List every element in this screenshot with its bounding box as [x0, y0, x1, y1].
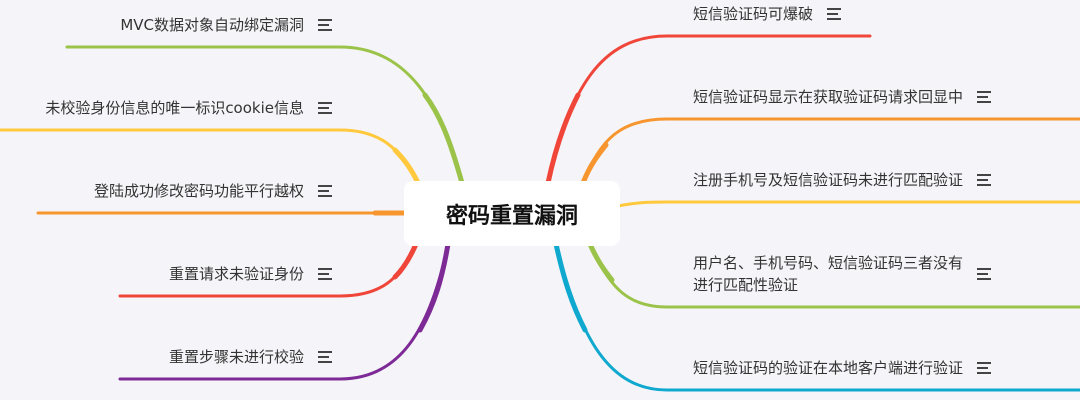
topic-label: 短信验证码可爆破 — [693, 5, 814, 23]
topic-label: 用户名、手机号码、短信验证码三者没有进行匹配性验证 — [693, 252, 963, 296]
notes-icon[interactable] — [977, 359, 992, 377]
topic-label: 注册手机号及短信验证码未进行匹配验证 — [693, 171, 964, 189]
root-topic[interactable]: 密码重置漏洞 — [404, 181, 620, 246]
topic-right-3[interactable]: 注册手机号及短信验证码未进行匹配验证 — [693, 169, 992, 191]
notes-icon[interactable] — [977, 265, 992, 283]
topic-left-5[interactable]: 重置步骤未进行校验 — [169, 346, 332, 368]
notes-icon[interactable] — [318, 99, 332, 117]
notes-icon[interactable] — [318, 16, 332, 34]
topic-label: 短信验证码的验证在本地客户端进行验证 — [693, 359, 964, 377]
connector-left-2 — [0, 128, 420, 185]
topic-label-line2: 进行匹配性验证 — [693, 276, 799, 294]
topic-right-1[interactable]: 短信验证码可爆破 — [693, 3, 842, 25]
topic-label: 未校验身份信息的唯一标识cookie信息 — [45, 99, 304, 117]
topic-right-4[interactable]: 用户名、手机号码、短信验证码三者没有进行匹配性验证 — [693, 252, 992, 296]
notes-icon[interactable] — [318, 182, 332, 200]
notes-icon[interactable] — [318, 265, 332, 283]
connector-right-3 — [616, 200, 1080, 208]
topic-right-5[interactable]: 短信验证码的验证在本地客户端进行验证 — [693, 357, 992, 379]
topic-right-2[interactable]: 短信验证码显示在获取验证码请求回显中 — [693, 86, 992, 108]
topic-label: 短信验证码显示在获取验证码请求回显中 — [693, 88, 964, 106]
topic-left-3[interactable]: 登陆成功修改密码功能平行越权 — [94, 180, 332, 202]
topic-label: 登陆成功修改密码功能平行越权 — [93, 182, 304, 200]
root-topic-label: 密码重置漏洞 — [445, 203, 578, 229]
notes-icon[interactable] — [977, 171, 992, 189]
topic-label: MVC数据对象自动绑定漏洞 — [120, 16, 304, 34]
notes-icon[interactable] — [977, 88, 992, 106]
topic-label: 重置请求未验证身份 — [168, 265, 304, 283]
topic-left-1[interactable]: MVC数据对象自动绑定漏洞 — [120, 14, 332, 36]
notes-icon[interactable] — [827, 5, 842, 23]
topic-label-line1: 用户名、手机号码、短信验证码三者没有 — [693, 254, 964, 272]
topic-left-2[interactable]: 未校验身份信息的唯一标识cookie信息 — [45, 97, 332, 119]
topic-label: 重置步骤未进行校验 — [168, 348, 304, 366]
notes-icon[interactable] — [318, 348, 332, 366]
topic-left-4[interactable]: 重置请求未验证身份 — [169, 263, 332, 285]
